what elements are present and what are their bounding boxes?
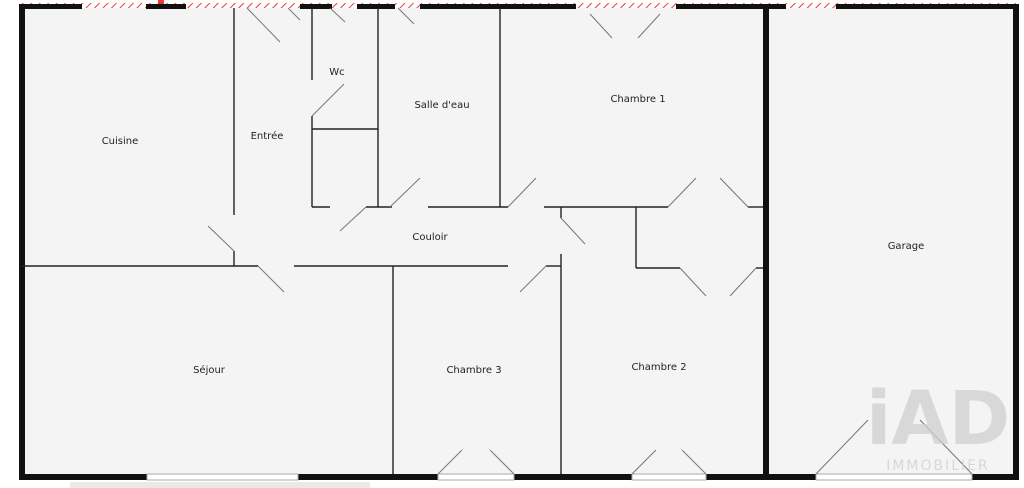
- door-swings: [207, 7, 973, 475]
- watermark-logo: iAD: [866, 376, 1010, 462]
- room-label-cuisine: Cuisine: [102, 136, 139, 147]
- room-label-salle-eau: Salle d'eau: [414, 100, 469, 111]
- top-wall-segments: [22, 4, 1016, 9]
- outer-walls: [19, 4, 1019, 480]
- room-label-chambre-1: Chambre 1: [610, 94, 665, 105]
- room-label-chambre-2: Chambre 2: [631, 362, 686, 373]
- room-label-chambre-3: Chambre 3: [446, 365, 501, 376]
- floor-area: [22, 8, 1016, 474]
- bottom-windows: [146, 473, 973, 481]
- room-label-entree: Entrée: [251, 130, 284, 142]
- red-marker: [158, 0, 164, 4]
- room-label-garage: Garage: [888, 241, 925, 252]
- interior-walls: [22, 8, 763, 474]
- garage-wall: [763, 8, 769, 476]
- watermark-subtitle: IMMOBILIER: [886, 458, 990, 474]
- iad-watermark: iAD IMMOBILIER: [866, 376, 1010, 474]
- bottom-shadow-strip: [70, 482, 370, 488]
- room-label-sejour: Séjour: [193, 364, 226, 376]
- room-label-wc: Wc: [329, 67, 344, 78]
- room-label-couloir: Couloir: [412, 232, 448, 243]
